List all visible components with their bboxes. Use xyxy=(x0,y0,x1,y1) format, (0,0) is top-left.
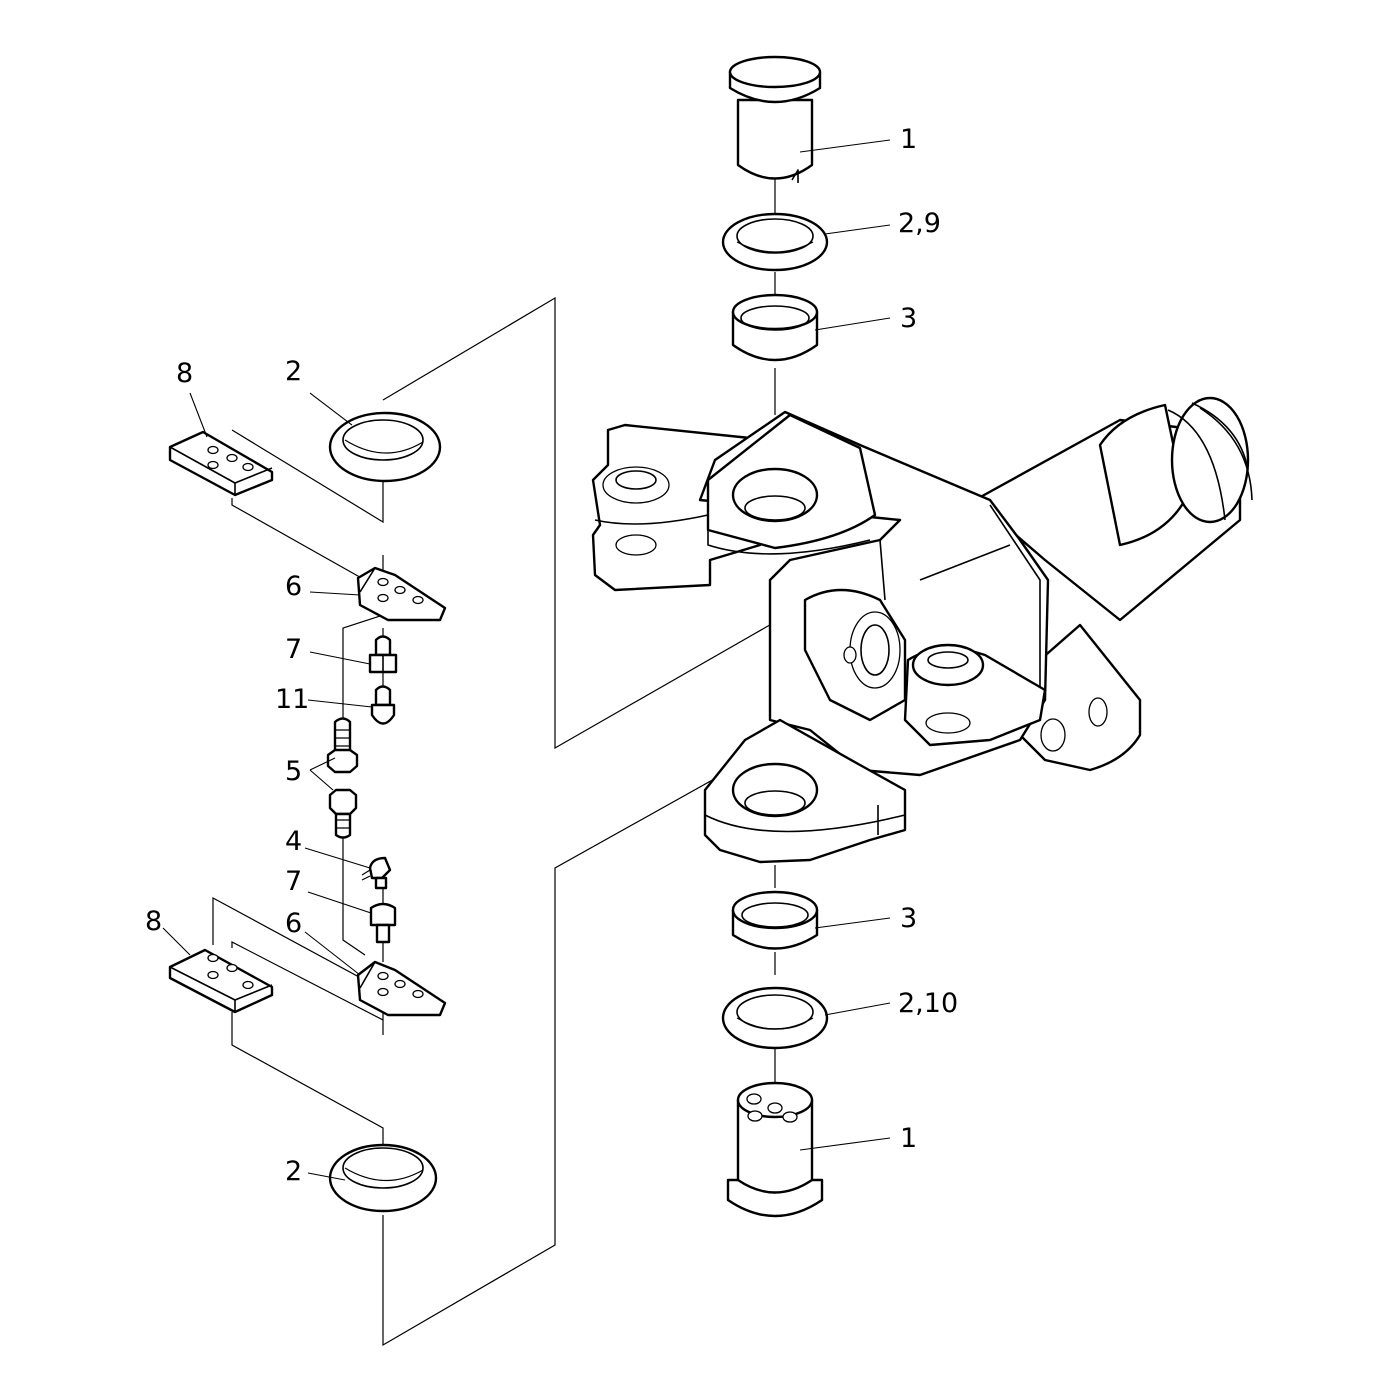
label-6-bot: 6 xyxy=(285,908,302,939)
label-1-bot: 1 xyxy=(900,1123,917,1154)
ring-2-10 xyxy=(721,986,829,1050)
bracket-6-top xyxy=(356,566,447,622)
nipple-7-bottom xyxy=(369,902,397,944)
label-2-10: 2,10 xyxy=(898,988,958,1019)
bushing-bottom xyxy=(731,890,819,950)
bushing-top xyxy=(731,293,819,362)
ring-left-bottom xyxy=(328,1143,438,1213)
ring-left-top xyxy=(328,411,442,483)
fitting-11 xyxy=(370,685,396,725)
label-4: 4 xyxy=(285,826,302,857)
label-3-bot: 3 xyxy=(900,903,917,934)
callout-labels: 1 2,9 3 8 2 6 7 11 5 4 7 6 8 3 2,10 1 2 xyxy=(145,124,958,1187)
bolt-5-upper xyxy=(326,717,359,774)
label-8-bot: 8 xyxy=(145,906,162,937)
pin-top xyxy=(728,55,822,183)
label-6-top: 6 xyxy=(285,571,302,602)
nipple-7-top xyxy=(368,635,398,674)
label-2-9: 2,9 xyxy=(898,208,941,239)
plate-8-top xyxy=(168,430,274,497)
pin-bottom xyxy=(726,1081,824,1218)
bracket-6-bottom xyxy=(356,960,447,1017)
label-7-bot: 7 xyxy=(285,866,302,897)
leader-lines xyxy=(162,139,891,1181)
elbow-fitting-4 xyxy=(361,856,392,890)
ring-2-9 xyxy=(721,212,829,272)
plate-8-bottom xyxy=(168,948,274,1014)
label-2-bot: 2 xyxy=(285,1156,302,1187)
label-11: 11 xyxy=(275,684,309,715)
axle-housing xyxy=(591,396,1253,864)
label-5: 5 xyxy=(285,756,302,787)
label-1-top: 1 xyxy=(900,124,917,155)
label-3-top: 3 xyxy=(900,303,917,334)
bolt-5-lower xyxy=(328,788,358,839)
label-7-top: 7 xyxy=(285,634,302,665)
label-2-top: 2 xyxy=(285,356,302,387)
label-8-top: 8 xyxy=(176,358,193,389)
